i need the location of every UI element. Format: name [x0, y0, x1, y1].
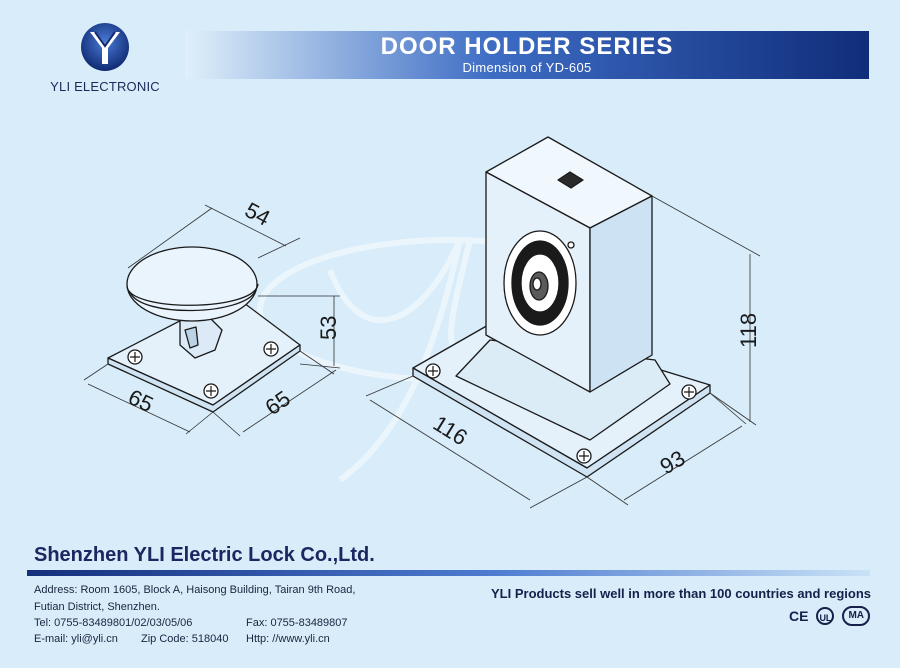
fax-text: Fax: 0755-83489807 [246, 617, 348, 629]
address-line-2: Futian District, Shenzhen. [34, 601, 160, 613]
magnet-body-drawing [412, 136, 711, 478]
certifications: CE UL MA [789, 606, 870, 626]
company-name: Shenzhen YLI Electric Lock Co.,Ltd. [34, 544, 375, 566]
page-subtitle: Dimension of YD-605 [462, 60, 592, 75]
footer-band [27, 570, 870, 576]
logo: YLI ELECTRONIC [40, 22, 170, 94]
screw-icon [263, 341, 279, 357]
screw-icon [681, 384, 697, 400]
dimension-65-right: 65 [260, 386, 294, 421]
yli-logo-icon [81, 23, 129, 71]
email-link[interactable]: E-mail: yli@yli.cn [34, 633, 118, 645]
ul-mark-icon: UL [816, 607, 835, 625]
dimension-116: 116 [429, 411, 472, 451]
left-dimension-lines [83, 204, 341, 437]
right-dimension-lines [365, 195, 761, 509]
zip-text: Zip Code: 518040 [141, 633, 229, 645]
screw-icon [425, 363, 441, 379]
ce-mark-icon: CE [788, 608, 809, 624]
tel-text: Tel: 0755-83489801/02/03/05/06 [34, 617, 193, 629]
page-title: DOOR HOLDER SERIES [380, 33, 674, 60]
website-link[interactable]: Http: //www.yli.cn [246, 633, 330, 645]
screw-icon [127, 349, 143, 365]
screw-icon [203, 383, 219, 399]
logo-text: YLI ELECTRONIC [50, 79, 160, 94]
dimension-53: 53 [316, 316, 341, 340]
slogan: YLI Products sell well in more than 100 … [491, 586, 871, 601]
dimension-118: 118 [736, 313, 761, 348]
strike-plate-drawing [107, 246, 301, 413]
cma-mark-icon: MA [842, 606, 870, 626]
dimension-65-left: 65 [124, 384, 157, 417]
title-band: DOOR HOLDER SERIES Dimension of YD-605 [185, 31, 869, 79]
address-line-1: Address: Room 1605, Block A, Haisong Bui… [34, 584, 356, 596]
dimension-93: 93 [656, 445, 690, 479]
screw-icon [576, 448, 592, 464]
dimension-drawing: 54 53 65 65 [83, 136, 761, 509]
